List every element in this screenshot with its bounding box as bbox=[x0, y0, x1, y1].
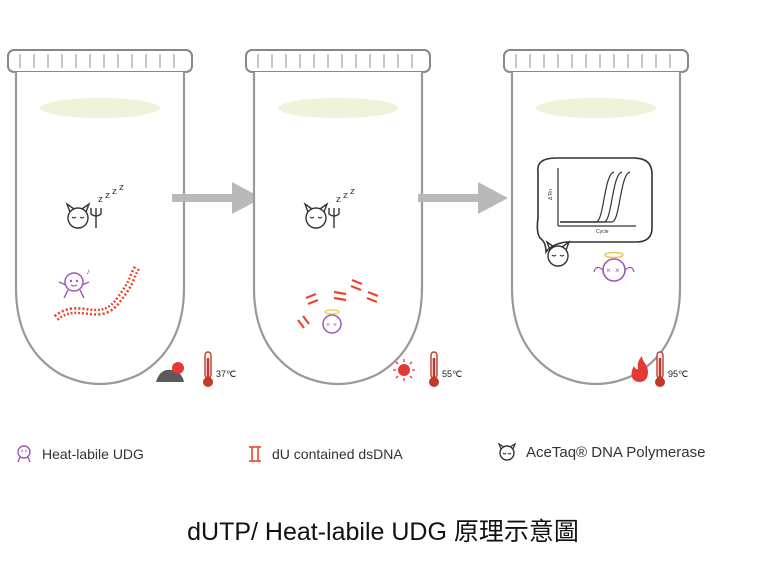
temperature-label: 37℃ bbox=[216, 369, 236, 379]
temperature-indicator-3: 95℃ bbox=[631, 351, 688, 388]
temperature-label: 95℃ bbox=[668, 369, 688, 379]
tube-step-2: z z z × × bbox=[244, 48, 432, 386]
thermometer-icon bbox=[654, 351, 666, 388]
plot-x-axis-label: Cycle bbox=[596, 229, 609, 235]
thermometer-icon bbox=[202, 351, 214, 388]
plot-y-axis-label: Δ Rn bbox=[548, 189, 554, 200]
svg-text:z: z bbox=[119, 183, 124, 193]
svg-text:♪: ♪ bbox=[86, 267, 90, 276]
svg-text:z: z bbox=[112, 187, 117, 197]
fragmented-dna bbox=[297, 278, 379, 329]
legend-label: dU contained dsDNA bbox=[272, 446, 403, 462]
du-dsdna-strand bbox=[53, 264, 141, 321]
diagram-title: dUTP/ Heat-labile UDG 原理示意圖 bbox=[187, 518, 579, 546]
process-diagram: z z z z ♪ z z z bbox=[6, 48, 690, 388]
sleeping-polymerase-icon: z z z bbox=[304, 187, 355, 229]
svg-text:×: × bbox=[326, 322, 330, 329]
udg-enzyme-icon bbox=[17, 445, 31, 463]
svg-text:z: z bbox=[343, 191, 348, 201]
legend-item-dna: dU contained dsDNA bbox=[246, 444, 403, 464]
temperature-indicator-2: 55℃ bbox=[393, 351, 462, 388]
temperature-label: 55℃ bbox=[442, 369, 462, 379]
svg-text:z: z bbox=[350, 187, 355, 197]
udg-enzyme-dead: × × bbox=[593, 251, 635, 282]
flame-icon bbox=[631, 356, 648, 382]
temperature-indicator-1: 37℃ bbox=[156, 351, 236, 388]
sleeping-polymerase-icon: z z z z bbox=[66, 183, 124, 229]
udg-enzyme-dying: × × bbox=[322, 309, 342, 334]
legend-label: AceTaq® DNA Polymerase bbox=[526, 443, 706, 461]
amplification-plot-bubble: Δ Rn Cycle bbox=[536, 157, 653, 255]
arrow-1 bbox=[172, 182, 262, 214]
legend-label: Heat-labile UDG bbox=[42, 446, 144, 462]
svg-text:z: z bbox=[98, 195, 103, 205]
svg-text:×: × bbox=[333, 322, 337, 329]
tube-step-1: z z z z ♪ bbox=[6, 48, 194, 386]
svg-text:×: × bbox=[615, 266, 620, 275]
du-dsdna-icon bbox=[249, 446, 261, 462]
svg-text:z: z bbox=[336, 195, 341, 205]
sun-icon bbox=[393, 359, 415, 381]
sun-icon bbox=[172, 362, 184, 374]
svg-text:z: z bbox=[105, 191, 110, 201]
arrow-2 bbox=[418, 182, 508, 214]
tube-step-3: Δ Rn Cycle × × bbox=[502, 48, 690, 386]
svg-text:×: × bbox=[606, 266, 611, 275]
legend-item-polymerase: AceTaq® DNA Polymerase bbox=[496, 442, 705, 462]
legend-item-udg: Heat-labile UDG bbox=[14, 444, 144, 464]
thermometer-icon bbox=[428, 351, 440, 388]
udg-enzyme-active: ♪ bbox=[58, 267, 90, 299]
polymerase-icon bbox=[497, 442, 517, 461]
